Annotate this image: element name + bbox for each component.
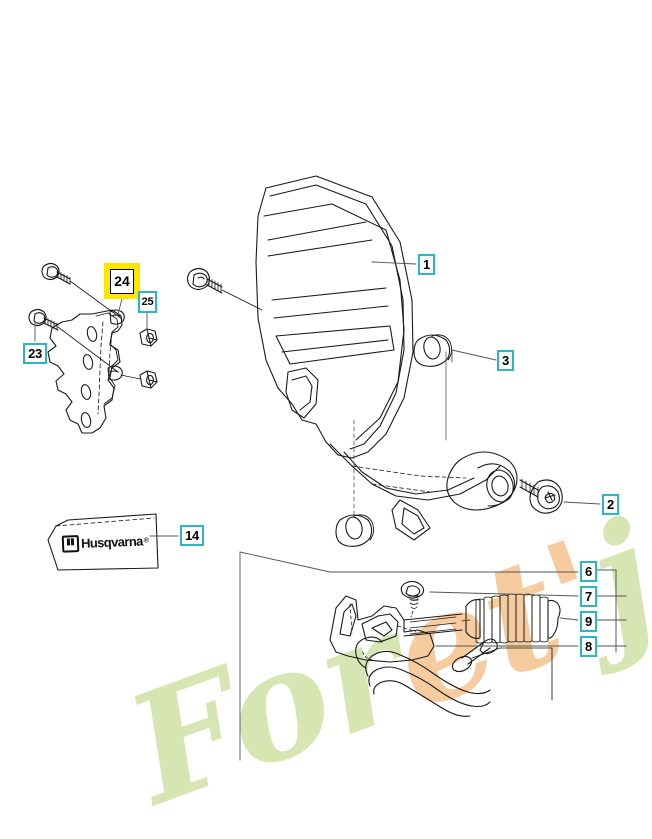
callout-24[interactable]: 24 [110,268,134,294]
callout-6-label: 6 [585,564,592,579]
registered-mark: ® [143,537,149,545]
callout-14-label: 14 [185,528,199,543]
callout-3-label: 3 [502,353,509,368]
callout-23-label: 23 [28,346,42,361]
callout-1-label: 1 [423,257,430,272]
coil-spring [465,593,561,644]
part-brake-bracket [47,309,125,434]
husqvarna-decal-text: Husqvarna ® [61,532,149,553]
part-brake-assembly [239,551,569,717]
callout-14[interactable]: 14 [180,525,204,546]
callout-9[interactable]: 9 [580,611,597,632]
parts-diagram-sheet: Foret'jardin.com [0,0,652,800]
callout-3[interactable]: 3 [497,350,514,371]
husqvarna-logo-icon [61,535,80,553]
callout-25[interactable]: 25 [138,291,157,313]
brake-band [355,636,553,717]
callout-8-label: 8 [585,639,592,654]
callout-2[interactable]: 2 [602,494,619,515]
part-cover-screw-upper [186,267,263,311]
callout-2-label: 2 [607,497,614,512]
callout-7[interactable]: 7 [580,586,597,607]
line-art-layer [28,175,627,761]
callout-25-label: 25 [141,295,154,308]
part-cover-screw-right [519,478,563,514]
callout-23[interactable]: 23 [23,343,47,364]
part-bracket-nuts [120,328,158,389]
leader-lines [34,261,627,761]
husqvarna-brand-label: Husqvarna [80,533,144,551]
callout-1[interactable]: 1 [418,254,435,275]
callout-9-label: 9 [585,614,592,629]
callout-6[interactable]: 6 [580,561,597,582]
callout-8[interactable]: 8 [580,636,597,657]
callout-7-label: 7 [585,589,592,604]
callout-24-label: 24 [114,273,130,289]
brake-screw [400,580,425,618]
part-clutch-cover [255,175,518,547]
part-bracket-screws [28,262,123,373]
callout-24-highlight[interactable]: 24 [104,263,140,299]
part-husqvarna-decal [47,513,159,571]
